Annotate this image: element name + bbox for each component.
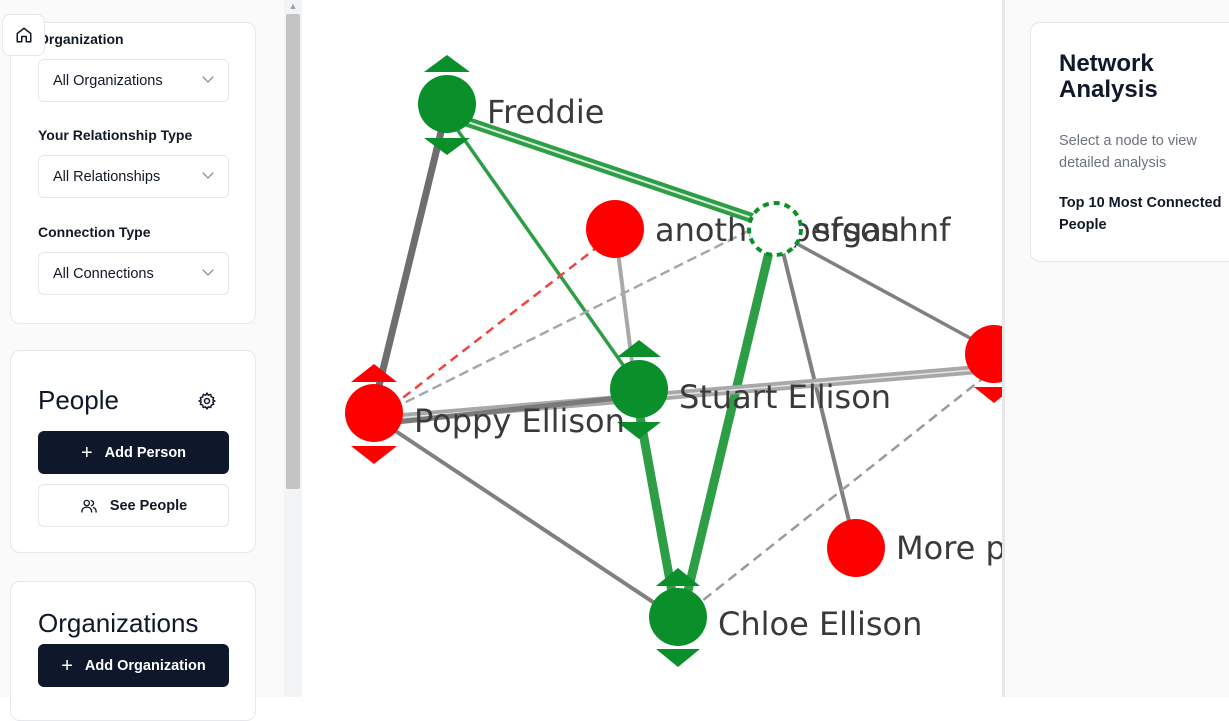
organization-select-value: All Organizations — [53, 73, 163, 89]
arrow-down-icon — [656, 649, 700, 667]
network-graph[interactable]: Freddie another person sfgashnf Stuart E… — [302, 0, 1002, 697]
node-circle — [747, 201, 803, 257]
edge-poppy-stuart[interactable] — [396, 395, 619, 425]
chevron-down-icon — [202, 264, 214, 276]
node-circle — [345, 384, 403, 442]
node-more-pe[interactable]: More pe — [827, 519, 1002, 577]
plus-icon: + — [80, 441, 93, 464]
people-title: People — [38, 385, 119, 415]
node-label: sfgashnf — [814, 211, 951, 249]
node-stuart-ellison[interactable]: Stuart Ellison — [610, 340, 891, 439]
organization-select[interactable]: All Organizations — [38, 59, 229, 102]
arrow-up-icon — [351, 364, 397, 382]
graph-canvas[interactable]: Freddie another person sfgashnf Stuart E… — [302, 0, 1002, 697]
node-label: Stuart Ellison — [679, 378, 891, 416]
see-people-label: See People — [109, 497, 188, 514]
arrow-down-icon — [974, 387, 1002, 403]
organization-filter-label: Organization — [38, 31, 124, 47]
home-icon — [16, 27, 31, 43]
node-label: Freddie — [487, 93, 604, 131]
organizations-panel: Organizations + Add Organization — [10, 581, 256, 721]
node-offscreen[interactable] — [965, 325, 1002, 403]
edge-sfgashnf-offscreen[interactable] — [789, 238, 993, 352]
edge-another-stuart[interactable] — [616, 251, 634, 363]
connection-type-select-value: All Connections — [53, 266, 154, 282]
edge-freddie-poppy[interactable] — [374, 127, 446, 391]
scroll-up-icon[interactable]: ▲ — [288, 1, 298, 11]
analysis-hint: Select a node to view detailed analysis — [1059, 133, 1197, 171]
connection-type-select[interactable]: All Connections — [38, 252, 229, 295]
node-label: Poppy Ellison — [414, 402, 625, 440]
node-label: Chloe Ellison — [718, 605, 922, 643]
plus-icon: + — [61, 654, 73, 677]
edge-freddie-sfgashnf-inner — [446, 114, 765, 223]
scrollbar-thumb[interactable] — [286, 14, 300, 489]
node-circle — [586, 200, 644, 258]
edge-poppy-chloe[interactable] — [392, 428, 664, 610]
relationship-type-select[interactable]: All Relationships — [38, 155, 229, 198]
node-label: More pe — [896, 529, 1002, 567]
analysis-title: Network Analysis — [1059, 50, 1158, 103]
arrow-down-icon — [351, 446, 397, 464]
panel-divider — [1002, 0, 1005, 697]
arrow-down-icon — [617, 422, 661, 439]
sidebar-scrollbar[interactable]: ▲ — [284, 0, 302, 697]
see-people-button[interactable]: See People — [38, 484, 229, 527]
chevron-down-icon — [202, 167, 214, 179]
edge-offscreen-chloe[interactable] — [696, 374, 988, 606]
node-circle — [649, 588, 707, 646]
chevron-down-icon — [202, 71, 214, 83]
arrow-down-icon — [424, 138, 470, 155]
node-sfgashnf[interactable]: sfgashnf — [747, 201, 951, 257]
add-person-label: Add Person — [104, 444, 187, 461]
add-organization-button[interactable]: + Add Organization — [38, 644, 229, 687]
sidebar: Organization All Organizations Your Rela… — [0, 0, 284, 721]
gear-icon[interactable] — [197, 391, 217, 411]
add-organization-label: Add Organization — [84, 657, 206, 674]
edge-freddie-stuart[interactable] — [452, 123, 630, 374]
arrow-up-icon — [656, 568, 700, 586]
users-icon — [81, 499, 97, 513]
relationship-type-select-value: All Relationships — [53, 169, 161, 185]
node-circle — [418, 75, 476, 133]
edge-sfgashnf-poppy[interactable] — [399, 228, 751, 407]
analysis-sidebar: Network Analysis Select a node to view d… — [1005, 0, 1229, 697]
add-person-button[interactable]: + Add Person — [38, 431, 229, 474]
node-circle — [610, 360, 668, 418]
organizations-title: Organizations — [38, 608, 199, 638]
top-connected-heading: Top 10 Most Connected People — [1059, 195, 1222, 233]
node-circle — [965, 325, 1002, 383]
filter-panel: Organization All Organizations Your Rela… — [10, 22, 256, 324]
node-circle — [827, 519, 885, 577]
relationship-type-label: Your Relationship Type — [38, 127, 193, 143]
network-analysis-card: Network Analysis Select a node to view d… — [1030, 22, 1229, 262]
arrow-up-icon — [424, 55, 470, 72]
edge-another-poppy[interactable] — [399, 244, 601, 401]
home-button[interactable] — [2, 14, 45, 56]
edge-sfgashnf-chloe[interactable] — [682, 246, 775, 597]
connection-type-label: Connection Type — [38, 224, 151, 240]
node-chloe-ellison[interactable]: Chloe Ellison — [649, 568, 922, 667]
edge-stuart-chloe[interactable] — [635, 415, 677, 593]
node-poppy-ellison[interactable]: Poppy Ellison — [345, 364, 625, 464]
arrow-up-icon — [617, 340, 661, 357]
node-freddie[interactable]: Freddie — [418, 55, 604, 155]
people-panel: People + Add Person See People — [10, 350, 256, 553]
graph-edges — [374, 110, 998, 610]
